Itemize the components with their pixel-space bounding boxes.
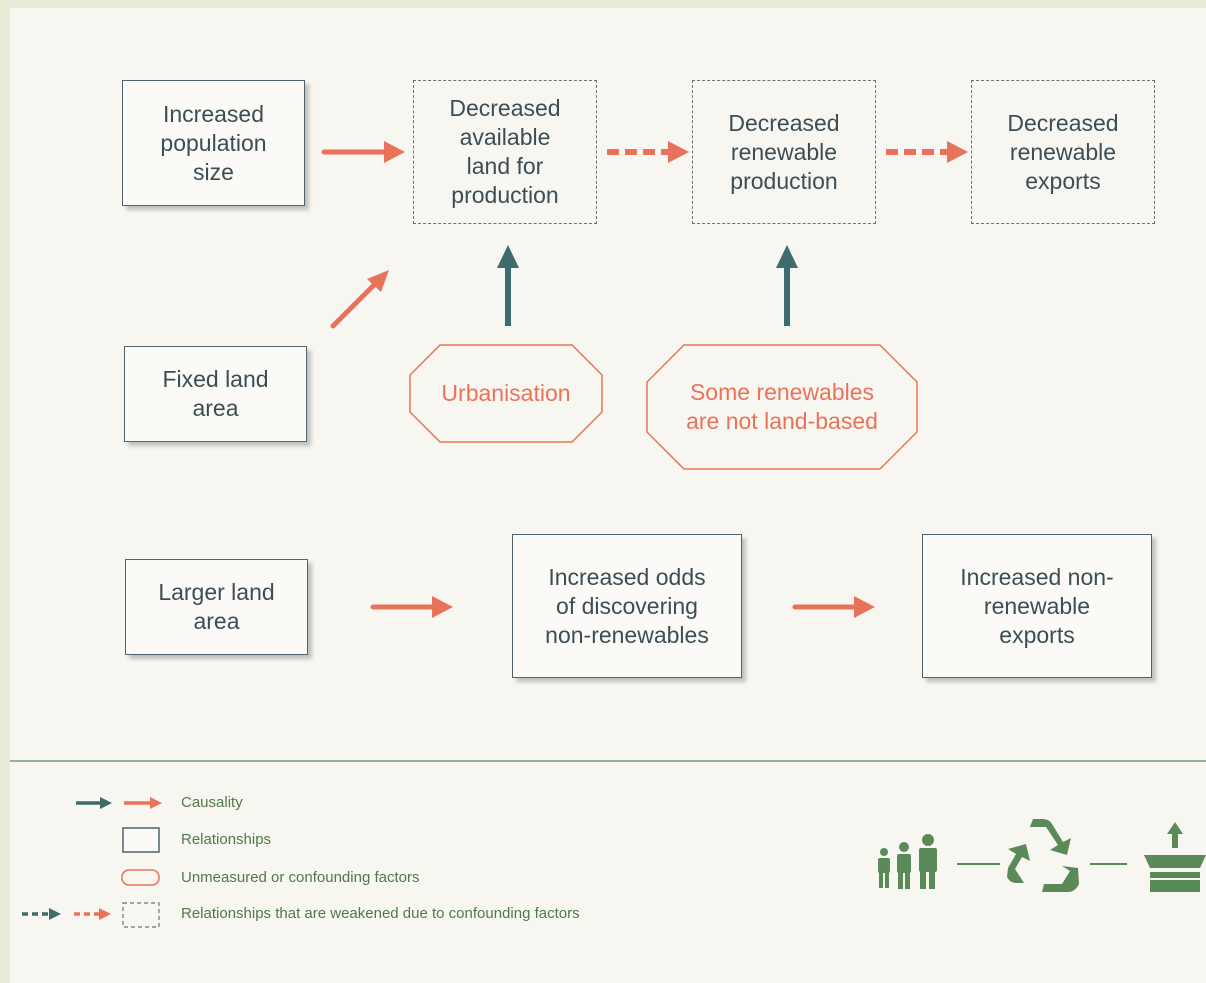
node-decreased-land: Decreased available land for production — [413, 80, 597, 224]
node-increased-nonrenewable-exports: Increased non- renewable exports — [922, 534, 1152, 678]
node-decreased-renewable-exports: Decreased renewable exports — [971, 80, 1155, 224]
legend-weakened-label: Relationships that are weakened due to c… — [181, 905, 580, 922]
node-some-renewables: Some renewables are not land-based — [686, 379, 878, 434]
node-decreased-renewable-production: Decreased renewable production — [692, 80, 876, 224]
node-urbanisation: Urbanisation — [441, 380, 571, 406]
node-increased-population: Increased population size — [122, 80, 305, 206]
node-increased-odds: Increased odds of discovering non-renewa… — [512, 534, 742, 678]
legend-causality-label: Causality — [181, 794, 243, 811]
node-fixed-land-area: Fixed land area — [124, 346, 307, 442]
node-larger-land-area: Larger land area — [125, 559, 308, 655]
legend-unmeasured-label: Unmeasured or confounding factors — [181, 869, 420, 886]
legend-relationships-label: Relationships — [181, 831, 272, 848]
